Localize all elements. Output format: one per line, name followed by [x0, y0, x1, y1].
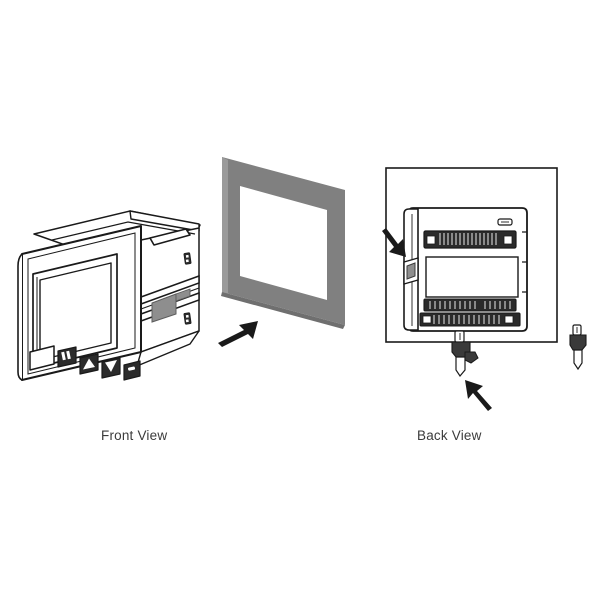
mounting-clip-attached — [451, 330, 479, 378]
front-view-caption: Front View — [101, 428, 168, 443]
button-set[interactable] — [57, 346, 77, 368]
terminal-screw-lower-left — [422, 315, 432, 324]
display-active-area — [39, 262, 112, 361]
terminal-screw-right — [503, 235, 513, 245]
terminal-screw-lower-right — [504, 315, 514, 324]
insertion-arrow — [218, 321, 258, 347]
rear-right-edge-detail — [522, 231, 527, 293]
back-view-caption: Back View — [417, 428, 482, 443]
rear-middle-face — [425, 256, 519, 298]
button-enter[interactable] — [123, 360, 141, 381]
button-up-arrow[interactable] — [79, 353, 99, 375]
panel-cutout-left-edge-shade — [222, 157, 228, 294]
lcd-display-screen — [32, 253, 118, 369]
front-bezel-inner-edge — [27, 232, 136, 375]
down-arrow-icon — [105, 360, 117, 372]
clip-install-arrow — [465, 380, 492, 411]
sliding-clip-tail — [175, 288, 191, 302]
terminal-block-upper — [423, 230, 517, 249]
button-blank-wide[interactable] — [29, 345, 55, 371]
meter-top-bevel-strip — [51, 221, 196, 241]
back-view-group — [382, 167, 587, 411]
front-view-group — [17, 210, 201, 381]
meter-rear-housing — [403, 207, 528, 332]
panel-cutout-frame — [222, 157, 345, 325]
panel-cutout-plate — [221, 157, 345, 329]
terminal-block-upper-contacts — [439, 233, 497, 245]
up-arrow-icon — [83, 358, 95, 370]
mounting-clip-slot-left — [403, 257, 419, 285]
top-latch-tab — [149, 228, 191, 246]
mounting-clip-detached — [569, 324, 587, 371]
clip-slot-arrow — [382, 228, 406, 257]
terminal-screw-left — [426, 235, 436, 245]
button-strip — [29, 345, 141, 381]
side-connector-lower — [183, 312, 192, 325]
panel-cutout-bottom-edge-shade — [221, 292, 345, 329]
terminal-block-lower — [419, 298, 521, 327]
sliding-mounting-clip — [151, 293, 177, 323]
front-bezel-left-edge — [17, 253, 23, 381]
button-down-arrow[interactable] — [101, 357, 121, 379]
side-connector-upper — [183, 252, 192, 265]
